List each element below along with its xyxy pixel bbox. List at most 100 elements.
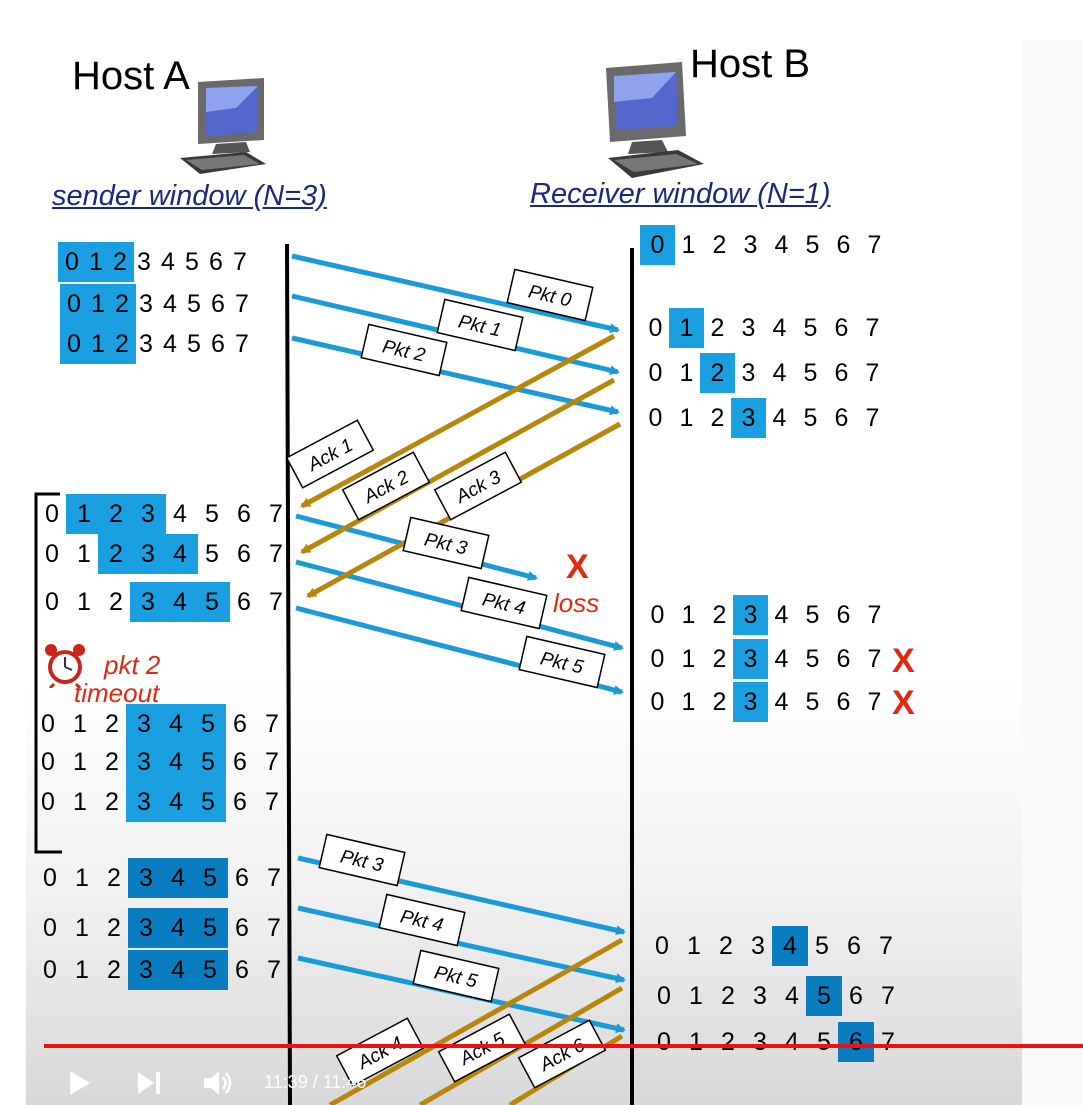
sequence-number: 0 [67,330,81,358]
sequence-number: 3 [141,588,155,616]
sequence-number: 0 [657,1028,671,1056]
sequence-number: 0 [650,688,665,716]
host-a-timeline [285,243,292,1105]
sequence-number: 0 [43,864,57,892]
window-highlight [733,639,768,679]
sequence-number: 7 [865,404,880,432]
sequence-number: 5 [187,290,201,318]
video-progress-bar[interactable] [44,1044,1083,1048]
sender-window-title: sender window (N=3) [52,180,327,212]
sequence-number: 3 [139,864,153,892]
sequence-number: 2 [107,956,121,984]
sequence-number: 3 [139,956,153,984]
sequence-number: 2 [105,788,119,816]
sequence-number: 7 [233,248,247,276]
sequence-number: 3 [743,645,758,673]
sequence-number: 2 [712,645,727,673]
window-highlight [98,534,198,574]
video-time: 11:39 / 11:46 [264,1072,367,1092]
sequence-number: 3 [137,748,151,776]
sequence-number: 3 [743,231,758,259]
window-highlight [66,494,166,534]
sequence-number: 0 [650,231,665,259]
sequence-number: 2 [113,248,127,276]
sequence-number: 3 [139,914,153,942]
sequence-number: 6 [235,914,249,942]
sequence-number: 5 [205,500,219,528]
sequence-number: 4 [774,231,789,259]
sequence-number: 6 [836,645,851,673]
sequence-number: 1 [75,864,89,892]
sequence-number: 6 [211,330,225,358]
sequence-number: 3 [743,601,758,629]
sequence-number: 7 [265,748,279,776]
video-controls: 11:39 / 11:46 [26,1060,1022,1105]
sequence-number: 4 [171,914,185,942]
sequence-number: 7 [269,500,283,528]
sequence-number: 0 [45,540,59,568]
sequence-number: 1 [91,290,105,318]
sequence-number: 0 [45,588,59,616]
sequence-number: 5 [185,248,199,276]
sequence-number: 6 [834,404,849,432]
sequence-number: 0 [67,290,81,318]
sequence-number: 1 [77,500,91,528]
window-highlight [128,908,228,948]
sequence-number: 1 [75,914,89,942]
sequence-number: 6 [836,231,851,259]
window-highlight [669,308,704,348]
sequence-number: 5 [203,956,217,984]
window-highlight [731,398,766,438]
computer-icon [180,78,266,174]
sequence-number: 1 [73,710,87,738]
sequence-number: 5 [205,588,219,616]
sequence-number: 5 [203,914,217,942]
sequence-number: 0 [43,956,57,984]
sequence-number: 6 [849,1028,863,1056]
sequence-number: 5 [817,1028,831,1056]
sequence-number: 3 [741,314,756,342]
sequence-number: 4 [772,404,787,432]
sequence-number: 0 [648,359,663,387]
window-highlight [772,926,808,966]
sequence-number: 0 [655,932,669,960]
host-b-title: Host B [690,42,811,86]
alarm-clock-icon [45,644,85,688]
sequence-number: 4 [173,588,187,616]
packet-box: Pkt 0 [506,268,594,322]
next-button[interactable] [134,1060,164,1105]
host-a-title: Host A [72,54,190,98]
window-highlight [640,225,675,265]
sequence-number: 7 [881,982,895,1010]
sequence-number: 5 [803,404,818,432]
skip-next-icon [138,1071,160,1094]
sequence-number: 6 [849,982,863,1010]
sequence-number: 4 [163,330,177,358]
sequence-number: 5 [201,748,215,776]
window-highlight [128,858,228,898]
play-button[interactable] [64,1060,94,1105]
sequence-number: 6 [211,290,225,318]
sequence-number: 5 [805,645,820,673]
packet-box: Pkt 3 [318,833,406,887]
volume-button[interactable] [202,1060,236,1105]
window-highlight [126,742,226,782]
sequence-number: 3 [139,290,153,318]
loss-label: loss [553,588,600,618]
sequence-number: 2 [710,404,725,432]
window-highlight [838,1022,874,1062]
sequence-number: 1 [679,314,694,342]
sequence-number: 0 [65,248,79,276]
sequence-number: 6 [847,932,861,960]
